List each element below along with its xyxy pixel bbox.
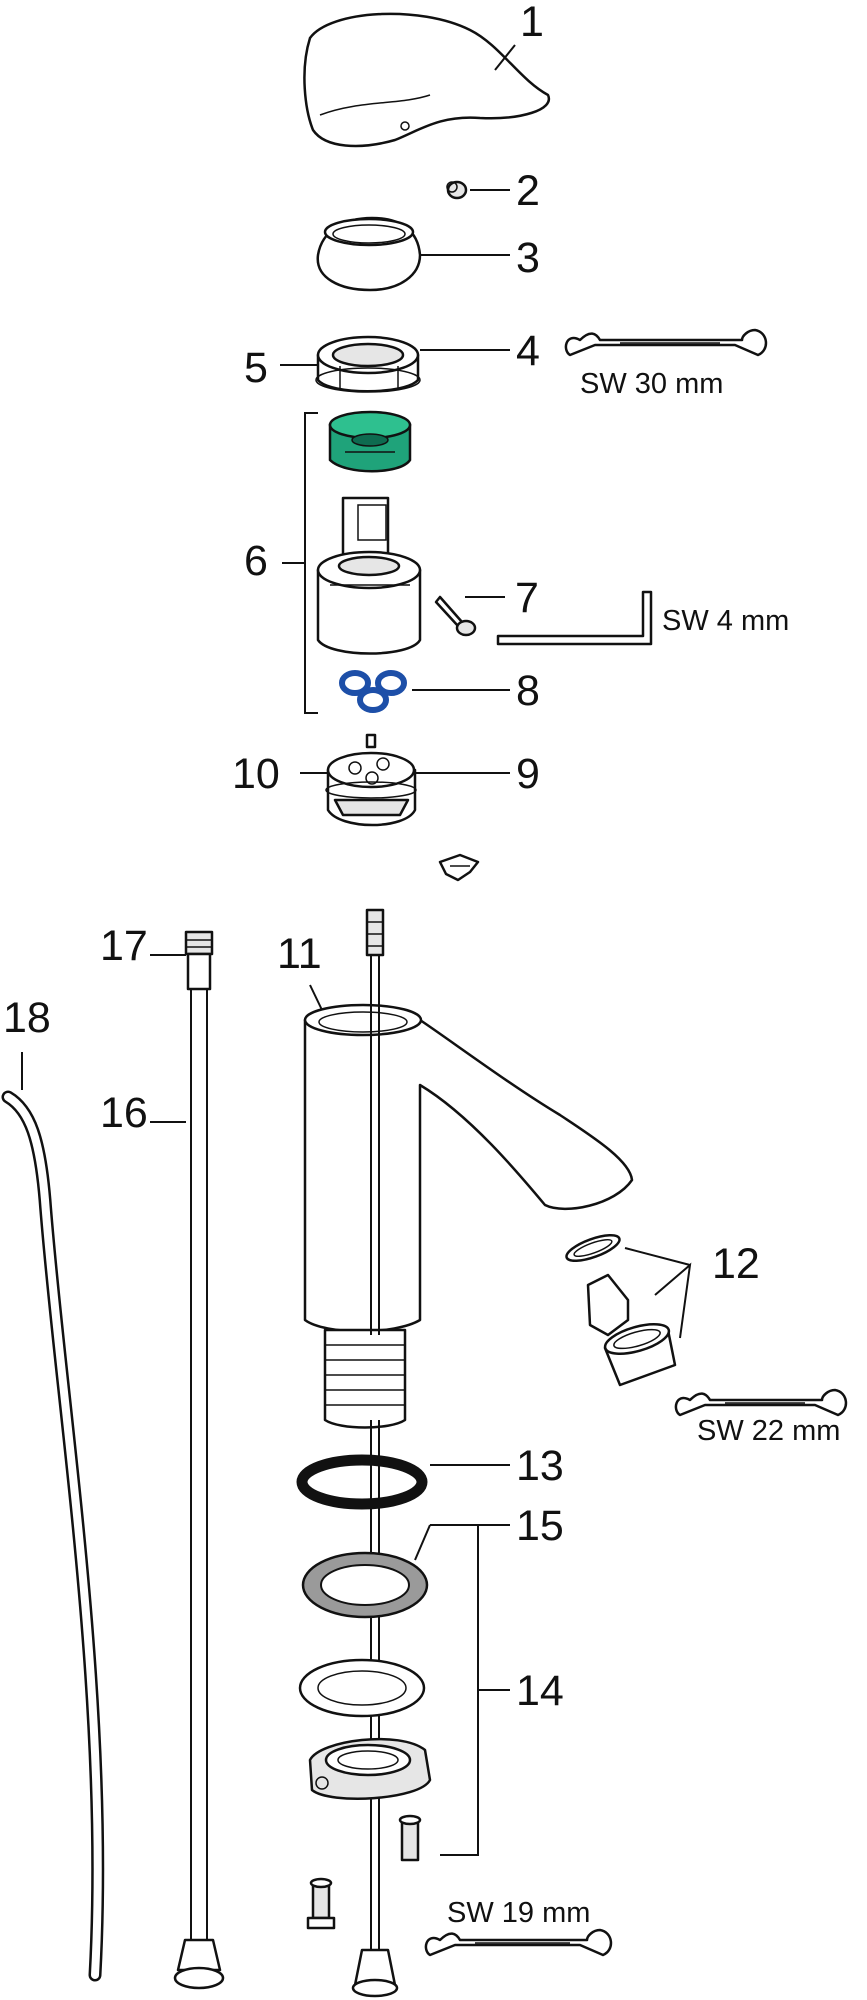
- lever-handle: [303, 12, 551, 148]
- part-label-11: 11: [277, 930, 322, 978]
- part-label-18: 18: [3, 994, 51, 1042]
- fixing-bracket: [308, 1737, 432, 1800]
- part-label-16: 16: [100, 1089, 148, 1137]
- part-label-8: 8: [516, 667, 540, 715]
- part-label-10: 10: [232, 750, 280, 798]
- rubber-gasket: [296, 1454, 428, 1510]
- part-label-17: 17: [100, 922, 148, 970]
- aerator-set: [565, 1233, 677, 1387]
- part-label-3: 3: [516, 234, 540, 282]
- part-label-2: 2: [516, 167, 540, 215]
- part-label-13: 13: [516, 1442, 564, 1490]
- base-insert: [325, 733, 417, 827]
- bonnet-nut: [315, 335, 421, 393]
- part-label-9: 9: [516, 750, 540, 798]
- part-label-14: 14: [516, 1667, 564, 1715]
- wrench-icon-22: [674, 1388, 848, 1417]
- cartridge: [316, 496, 422, 655]
- allen-key-icon: [496, 590, 653, 646]
- cartridge-cap: [328, 410, 412, 473]
- part-label-4: 4: [516, 327, 540, 375]
- tool-label-sw19: SW 19 mm: [447, 1897, 590, 1929]
- wrench-icon: [564, 328, 768, 357]
- part-label-1: 1: [520, 0, 544, 46]
- part-label-5: 5: [244, 344, 268, 392]
- metal-washer: [301, 1551, 429, 1619]
- cover-cap: [316, 216, 422, 292]
- supply-hose: [173, 930, 225, 1990]
- cartridge-seal: [339, 670, 407, 713]
- tool-label-sw22: SW 22 mm: [697, 1415, 840, 1447]
- basin-mixer-body: [303, 1003, 634, 1429]
- part-label-6: 6: [244, 537, 268, 585]
- part-label-7: 7: [515, 574, 539, 622]
- set-screw: [446, 180, 468, 200]
- fixing-bolt: [306, 1814, 422, 1930]
- flexible-tube: [1, 1090, 105, 1982]
- part-label-15: 15: [516, 1502, 564, 1550]
- cartridge-screw: [434, 595, 477, 637]
- wrench-icon-19: [424, 1928, 613, 1957]
- mounting-washer: [298, 1658, 426, 1718]
- retaining-clip: [438, 853, 480, 882]
- part-label-12: 12: [712, 1240, 760, 1288]
- tool-label-sw4: SW 4 mm: [662, 605, 789, 637]
- tool-label-sw30: SW 30 mm: [580, 368, 723, 400]
